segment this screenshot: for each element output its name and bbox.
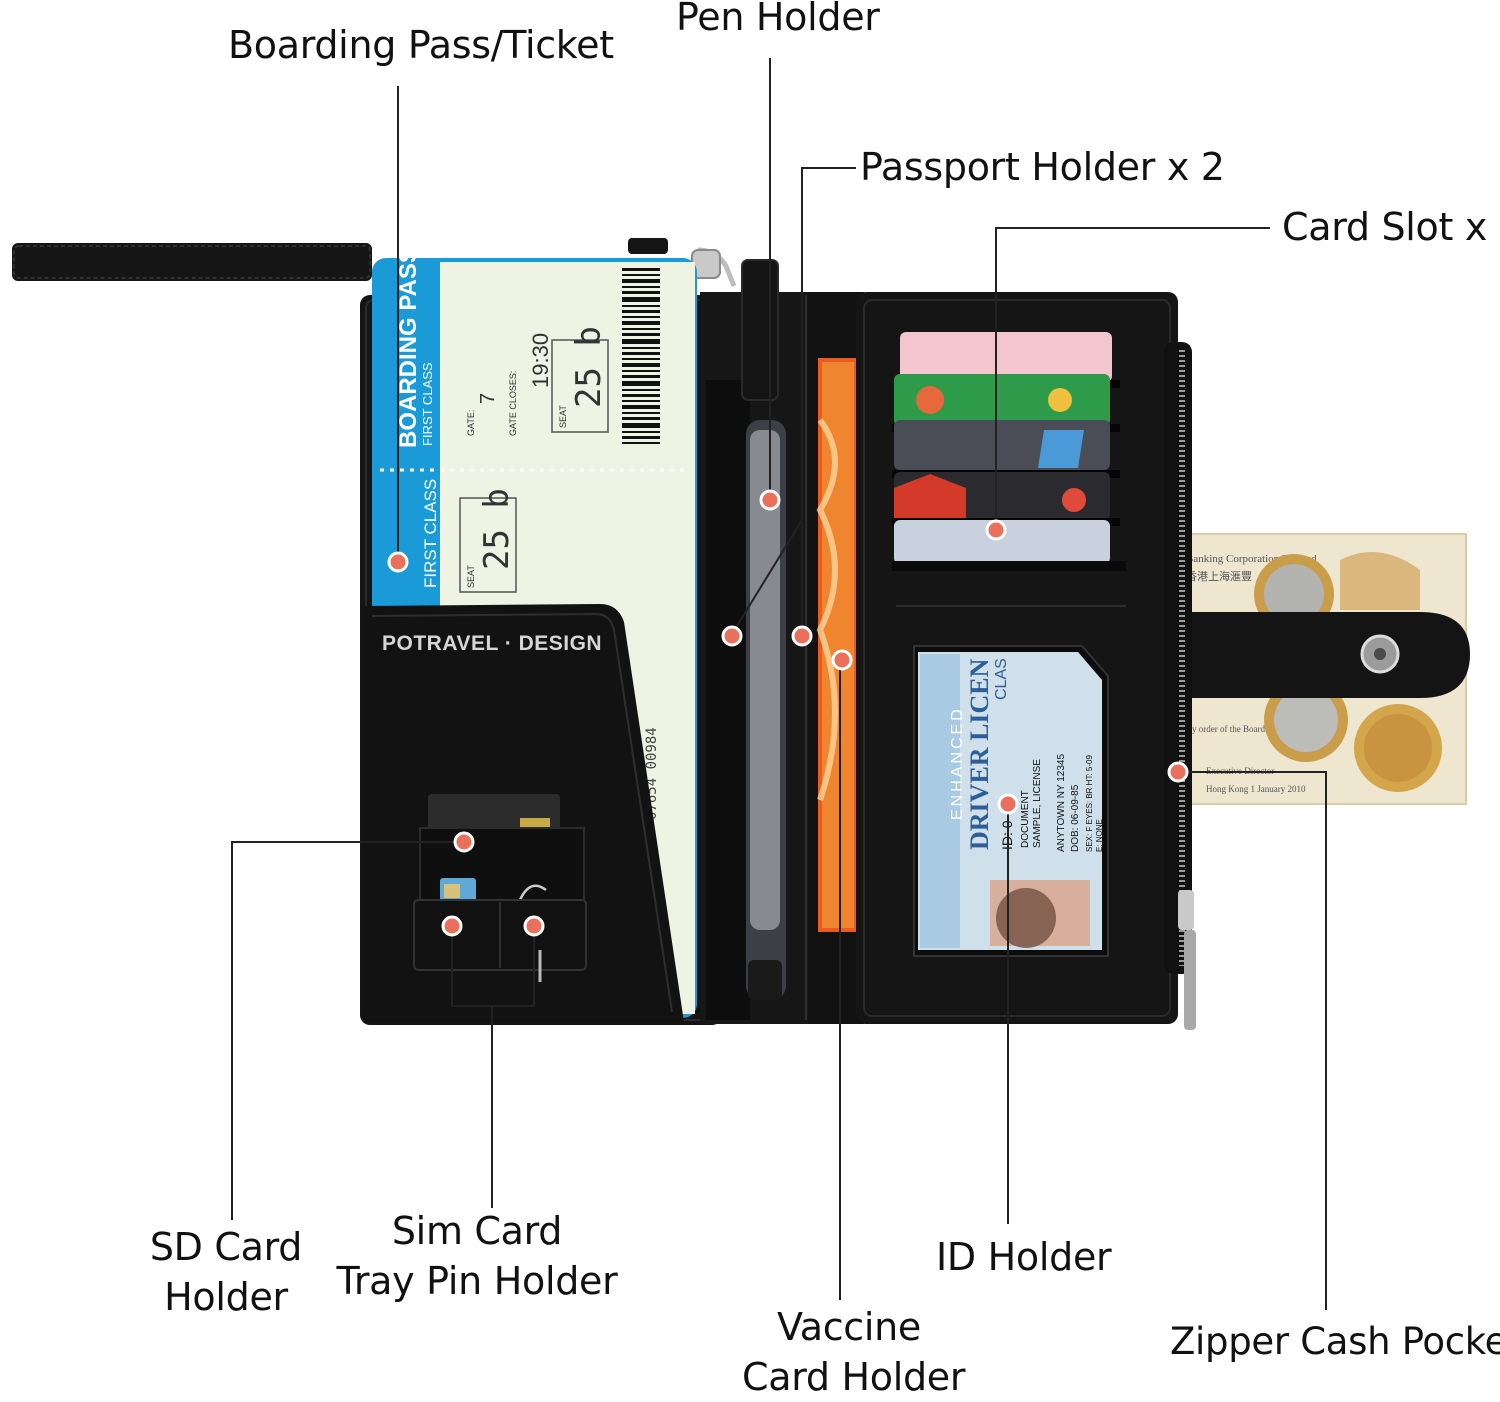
dot-boarding-pass: [387, 551, 409, 573]
id-line5: SEX: F EYES: BR HT: 5-09: [1085, 755, 1094, 852]
note-line2: By order of the Board: [1186, 724, 1265, 734]
label-id-holder: ID Holder: [936, 1235, 1112, 1279]
id-line3: ANYTOWN NY 12345: [1056, 754, 1067, 852]
wrist-strap: [12, 238, 737, 287]
label-sim-tray: Sim Card Tray Pin Holder: [336, 1206, 618, 1306]
line-passport-holder-branch: [731, 519, 803, 635]
id-line1: DOCUMENT: [1020, 790, 1031, 848]
ticket-seat-label-top: SEAT: [558, 405, 568, 428]
leader-lines: [231, 58, 1327, 1310]
id-banner: ENHANCED: [949, 706, 966, 820]
label-vaccine-line2: Card Holder: [742, 1355, 966, 1400]
ticket-closes-label: GATE CLOSES:: [508, 371, 518, 436]
label-sd-card-line2: Holder: [164, 1275, 288, 1320]
id-title: DRIVER LICEN: [965, 658, 994, 850]
ticket-closes: 19:30: [528, 333, 553, 388]
id-line4: DOB: 06-09-85: [1070, 784, 1081, 852]
dot-sd-card: [453, 831, 475, 853]
label-card-slot: Card Slot x 5: [1282, 205, 1500, 249]
ticket-gate-label: GATE:: [466, 410, 476, 436]
ticket-seat-top: 25 b: [569, 326, 609, 408]
vaccine-card: [816, 358, 858, 932]
brand-logo: POTRAVEL · DESIGN: [382, 632, 602, 655]
label-boarding-pass: Boarding Pass/Ticket: [228, 23, 614, 67]
dot-passport-2: [791, 625, 813, 647]
label-vaccine: Vaccine Card Holder: [742, 1302, 966, 1402]
label-sd-card-line1: SD Card: [149, 1225, 303, 1269]
label-vaccine-line1: Vaccine: [776, 1305, 922, 1349]
ticket-class-stub: FIRST CLASS: [421, 479, 440, 588]
sd-sim-holder: [413, 794, 587, 982]
note-line5: 香港上海滙豐: [1186, 569, 1252, 583]
dot-passport-1: [721, 625, 743, 647]
snap-tab: [1172, 612, 1470, 698]
ticket-gate: 7: [477, 393, 499, 404]
line-zipper-cash: [1178, 771, 1327, 1310]
dot-sim-1: [441, 915, 463, 937]
label-passport-holder: Passport Holder x 2: [860, 145, 1225, 189]
label-sim-tray-line1: Sim Card: [391, 1209, 563, 1253]
id-line6: E: NONE: [1095, 819, 1104, 852]
label-zipper-cash: Zipper Cash Pocket: [1170, 1320, 1500, 1363]
id-line2: SAMPLE, LICENSE: [1032, 759, 1043, 848]
ticket-class-top: FIRST CLASS: [420, 362, 435, 446]
label-pen-holder: Pen Holder: [676, 0, 880, 39]
dot-vaccine: [831, 649, 853, 671]
label-sd-card: SD Card Holder: [140, 1222, 312, 1322]
note-line4: Hong Kong 1 January 2010: [1206, 784, 1306, 794]
dot-pen-holder: [759, 489, 781, 511]
card-slots: [892, 332, 1126, 607]
dot-zipper-cash: [1167, 761, 1189, 783]
ticket-title: BOARDING PASS: [395, 247, 422, 448]
line-passport-holder: [801, 167, 856, 634]
id-class-label: CLAS: [993, 658, 1010, 700]
dot-card-slot: [985, 519, 1007, 541]
dot-id-holder: [997, 793, 1019, 815]
line-card-slot: [995, 227, 1270, 530]
ticket-seat-label-stub: SEAT: [466, 565, 476, 588]
ticket-seat-stub: 25 b: [477, 488, 517, 570]
line-sd-card: [231, 841, 464, 1220]
callout-dots: [387, 489, 1189, 937]
barcode: [622, 268, 660, 444]
zipper: [1164, 342, 1196, 1030]
dot-sim-2: [523, 915, 545, 937]
label-sim-tray-line2: Tray Pin Holder: [336, 1259, 618, 1304]
